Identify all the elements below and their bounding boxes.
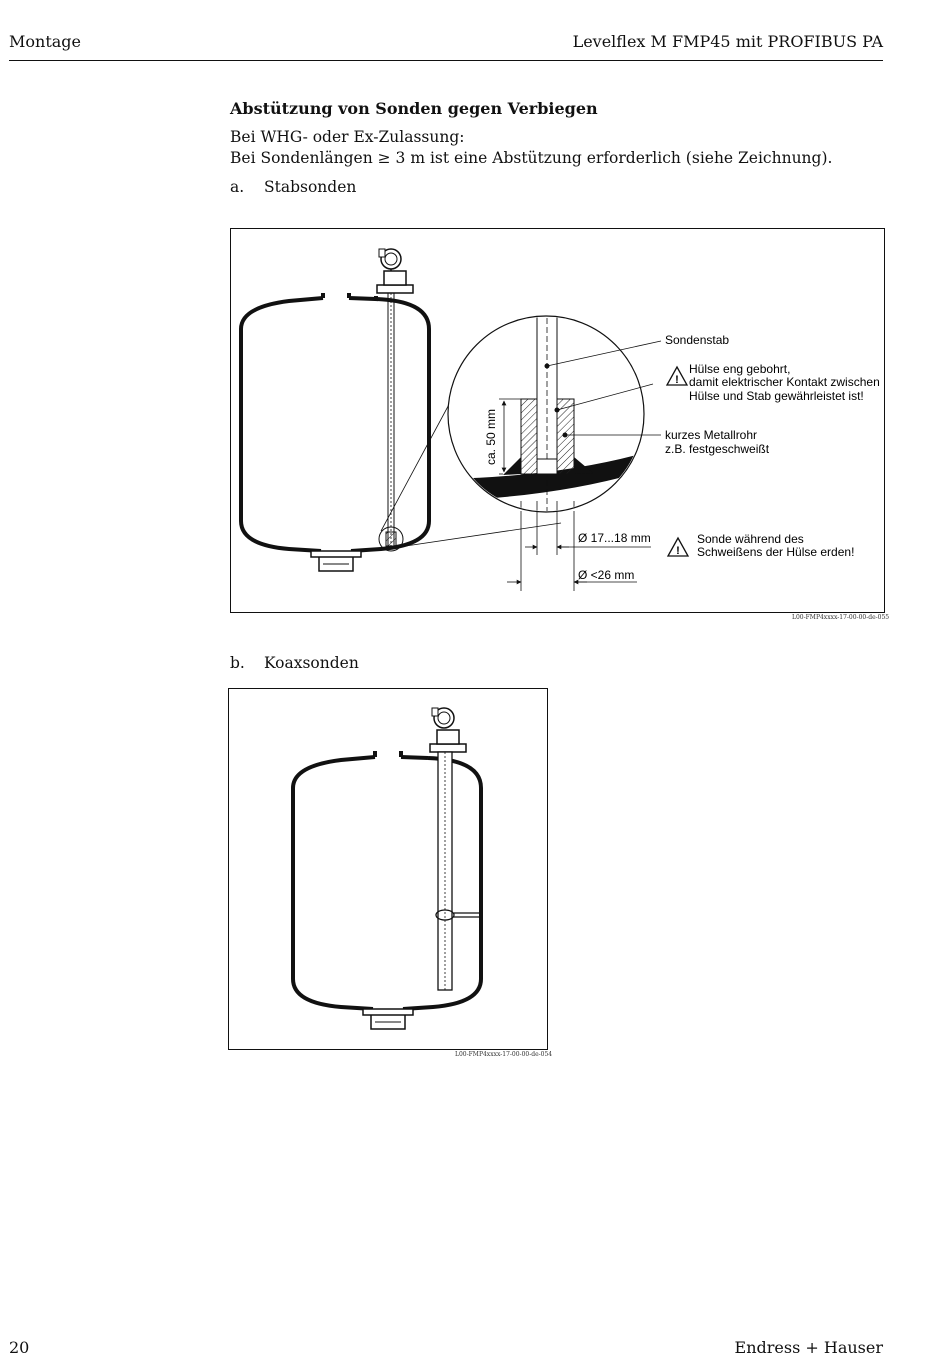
- page-number: 20: [9, 1338, 30, 1357]
- figure-2-id: L00-FMP4xxxx-17-00-00-de-054: [455, 1051, 553, 1058]
- warning-1-line-3: Hülse und Stab gewährleistet ist!: [689, 389, 864, 403]
- figure-coax-probe-drawing: [291, 707, 483, 1030]
- dim-inner-label: Ø 17...18 mm: [578, 531, 651, 545]
- svg-text:!: !: [675, 374, 679, 386]
- section-heading: Abstützung von Sonden gegen Verbiegen: [230, 99, 598, 118]
- dim-outer-label: Ø <26 mm: [578, 568, 634, 582]
- list-item-a: a. Stabsonden: [230, 178, 356, 196]
- warning-1-line-1: Hülse eng gebohrt,: [689, 362, 790, 376]
- callout-tube-line-1: kurzes Metallrohr: [665, 428, 757, 442]
- magnified-detail: [449, 317, 662, 511]
- svg-text:!: !: [676, 545, 680, 557]
- header-rule: [9, 60, 883, 61]
- warning-icon: !: [666, 536, 690, 557]
- figure-coax-probe: [228, 688, 548, 1050]
- tank-outline: [239, 296, 324, 553]
- warning-1-line-2: damit elektrischer Kontakt zwischen: [689, 375, 880, 389]
- callout-tube-line-2: z.B. festgeschweißt: [665, 442, 770, 456]
- warning-2-line-1: Sonde während des: [697, 532, 804, 546]
- intro-line-2: Bei Sondenlängen ≥ 3 m ist eine Abstützu…: [230, 149, 833, 167]
- figure-rod-probe-drawing: ca. 50 mm Sondenstab ! Hülse eng gebohrt…: [239, 248, 880, 591]
- callout-rod: Sondenstab: [665, 333, 729, 347]
- header-section: Montage: [9, 32, 81, 51]
- warning-icon: !: [665, 365, 689, 386]
- figure-1-id: L00-FMP4xxxx-17-00-00-de-055: [792, 614, 890, 621]
- list-marker-b: b.: [230, 654, 245, 672]
- tank-outline: [291, 755, 376, 1011]
- list-label-b: Koaxsonden: [264, 654, 359, 672]
- intro-line-1: Bei WHG- oder Ex-Zulassung:: [230, 128, 465, 146]
- dim-height-label: ca. 50 mm: [484, 409, 498, 465]
- list-item-b: b. Koaxsonden: [230, 654, 359, 672]
- footer-brand: Endress + Hauser: [734, 1338, 883, 1357]
- warning-2-line-2: Schweißens der Hülse erden!: [697, 545, 854, 559]
- header-product: Levelflex M FMP45 mit PROFIBUS PA: [572, 32, 883, 51]
- list-marker-a: a.: [230, 178, 245, 196]
- figure-rod-probe: ca. 50 mm Sondenstab ! Hülse eng gebohrt…: [230, 228, 885, 613]
- list-label-a: Stabsonden: [264, 178, 357, 196]
